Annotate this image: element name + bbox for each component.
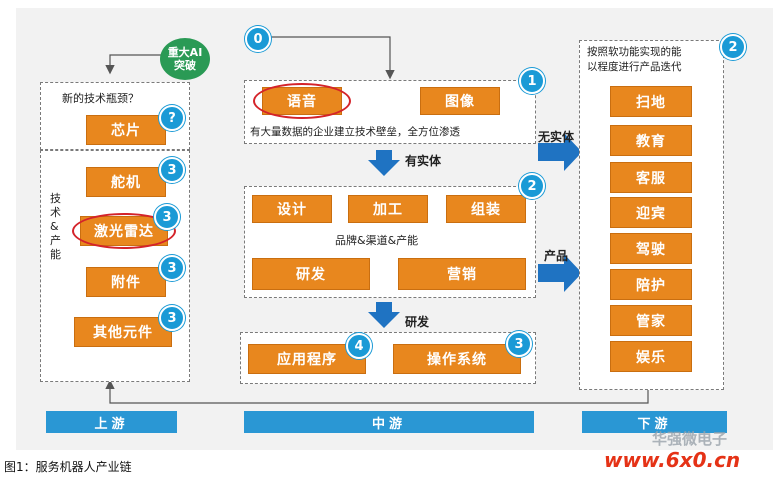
product-label: 产品 [544, 249, 569, 263]
figure-caption: 图1：服务机器人产业链 [4, 460, 132, 474]
os-box: 操作系统 [393, 344, 521, 374]
process-box: 加工 [348, 195, 428, 223]
product-service: 客服 [610, 162, 692, 193]
servo-box: 舵机 [86, 167, 166, 197]
watermark-brand: 华强微电子 [652, 430, 728, 448]
badge-0: 0 [245, 26, 271, 52]
downstream-band: 下游 [582, 411, 727, 433]
no-entity-label: 无实体 [538, 130, 575, 144]
badge-3a: 3 [159, 157, 185, 183]
rnd-box: 研发 [252, 258, 370, 290]
accessories-box: 附件 [86, 267, 166, 297]
watermark-site: www.6x0.cn [604, 448, 741, 472]
data-barrier-note: 有大量数据的企业建立技术壁垒，全方位渗透 [250, 126, 460, 138]
other-parts-box: 其他元件 [74, 317, 172, 347]
badge-1: 1 [519, 68, 545, 94]
badge-2-mid: 2 [519, 173, 545, 199]
rnd-arrow-label: 研发 [405, 315, 430, 329]
ai-breakthrough-badge: 重大AI 突破 [160, 38, 210, 80]
badge-2-right: 2 [720, 34, 746, 60]
badge-4: 4 [346, 333, 372, 359]
product-entertainment: 娱乐 [610, 341, 692, 372]
ai-line1: 重大AI [167, 46, 203, 59]
upstream-band: 上游 [46, 411, 177, 433]
marketing-box: 营销 [398, 258, 526, 290]
lidar-highlight [72, 213, 176, 249]
product-greeting: 迎宾 [610, 197, 692, 228]
badge-3d: 3 [159, 305, 185, 331]
has-entity-label: 有实体 [405, 154, 442, 168]
design-box: 设计 [252, 195, 332, 223]
bottleneck-question: 新的技术瓶颈？ [62, 92, 139, 105]
iteration-note-1: 按照软功能实现的能 [587, 46, 682, 58]
badge-3c: 3 [159, 255, 185, 281]
product-companion: 陪护 [610, 269, 692, 300]
badge-q: ? [159, 105, 185, 131]
brand-channel-note: 品牌&渠道&产能 [335, 234, 419, 247]
chip-box: 芯片 [86, 115, 166, 145]
product-sweeping: 扫地 [610, 86, 692, 117]
product-driving: 驾驶 [610, 233, 692, 264]
product-housekeeper: 管家 [610, 305, 692, 336]
image-box: 图像 [420, 87, 500, 115]
assembly-box: 组装 [446, 195, 526, 223]
product-education: 教育 [610, 125, 692, 156]
ai-line2: 突破 [173, 59, 196, 72]
badge-3-os: 3 [506, 331, 532, 357]
voice-highlight [253, 83, 351, 119]
tech-capacity-label: 技术&产能 [50, 192, 61, 261]
iteration-note-2: 以程度进行产品迭代 [587, 61, 682, 73]
badge-3b: 3 [154, 204, 180, 230]
midstream-band: 中游 [244, 411, 534, 433]
